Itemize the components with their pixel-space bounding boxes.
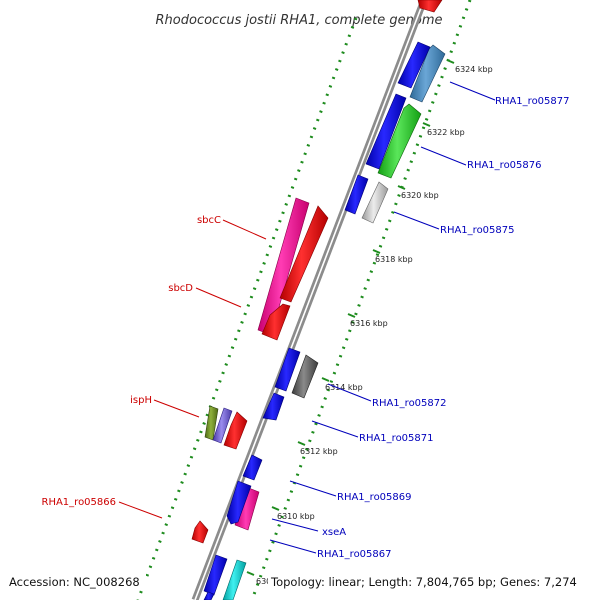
gene-RHA1_ro05872[interactable] xyxy=(291,354,319,399)
connector-RHA1_ro05869 xyxy=(289,480,337,497)
connector-RHA1_ro05877 xyxy=(449,81,496,101)
gene-RHA1_ro05871[interactable] xyxy=(262,392,285,421)
connector-RHA1_ro05867 xyxy=(269,539,317,554)
tick-labels: 6324 kbp 6322 kbp 6320 kbp 6318 kbp 6316… xyxy=(256,65,493,586)
connector-RHA1_ro05872 xyxy=(327,383,372,402)
tick-label: 6316 kbp xyxy=(350,319,388,328)
gene-blue-876[interactable] xyxy=(365,93,407,170)
tick-label: 630 xyxy=(256,577,271,586)
tick-mark xyxy=(372,249,381,254)
connector-RHA1_ro05871 xyxy=(311,420,359,438)
gene-red-ispH-adjacent[interactable] xyxy=(223,411,248,450)
tick-mark xyxy=(271,506,280,511)
label-RHA1_ro05871[interactable]: RHA1_ro05871 xyxy=(359,433,434,444)
tick-label: 6312 kbp xyxy=(300,447,338,456)
gene-RHA1_ro05875[interactable] xyxy=(361,181,389,224)
connector-sbcC xyxy=(222,219,267,240)
label-ispH[interactable]: ispH xyxy=(130,395,152,406)
connector-RHA1_ro05876 xyxy=(420,146,467,166)
label-xseA[interactable]: xseA xyxy=(322,527,346,538)
tick-mark xyxy=(397,185,406,190)
gene-blue-bottom[interactable] xyxy=(203,591,215,600)
connector-RHA1_ro05866 xyxy=(118,501,163,519)
label-sbcC[interactable]: sbcC xyxy=(197,215,221,226)
gene-RHA1_ro05869[interactable] xyxy=(242,454,263,481)
footer-left-backing xyxy=(6,574,146,590)
label-RHA1_ro05876[interactable]: RHA1_ro05876 xyxy=(467,160,542,171)
label-sbcD[interactable]: sbcD xyxy=(168,283,193,294)
right-connectors xyxy=(269,81,496,554)
gene-blue-875[interactable] xyxy=(344,174,369,215)
tick-mark xyxy=(347,313,356,318)
tick-mark xyxy=(422,122,431,127)
gene-RHA1_ro05866[interactable] xyxy=(191,520,209,544)
connector-sbcD xyxy=(195,287,242,308)
right-labels: RHA1_ro05877 RHA1_ro05876 RHA1_ro05875 R… xyxy=(317,96,570,560)
tick-mark xyxy=(321,377,330,382)
label-RHA1_ro05875[interactable]: RHA1_ro05875 xyxy=(440,225,515,236)
connector-ispH xyxy=(153,399,200,418)
gene-RHA1_ro05867[interactable] xyxy=(203,554,228,596)
tick-label: 6320 kbp xyxy=(401,191,439,200)
footer-right-backing xyxy=(268,574,594,590)
gene-purple[interactable] xyxy=(212,407,233,444)
footer-accession: Accession: NC_008268 xyxy=(9,575,140,589)
label-RHA1_ro05869[interactable]: RHA1_ro05869 xyxy=(337,492,412,503)
genes-left-strand xyxy=(191,197,329,600)
label-RHA1_ro05867[interactable]: RHA1_ro05867 xyxy=(317,549,392,560)
tick-mark xyxy=(297,441,306,446)
footer: Accession: NC_008268 Topology: linear; L… xyxy=(6,574,594,590)
gene-red-top-edge[interactable] xyxy=(417,0,443,13)
tick-label: 6322 kbp xyxy=(427,128,465,137)
tick-label: 6324 kbp xyxy=(455,65,493,74)
left-labels: sbcC sbcD ispH RHA1_ro05866 xyxy=(42,215,222,508)
gene-RHA1_ro05876[interactable] xyxy=(377,103,422,179)
tick-label: 6310 kbp xyxy=(277,512,315,521)
gene-red-small[interactable] xyxy=(261,303,291,341)
tick-mark xyxy=(246,571,255,576)
gene-sbcD[interactable] xyxy=(279,205,329,303)
tick-mark xyxy=(446,59,455,64)
gene-blue-xseA[interactable] xyxy=(226,480,252,525)
footer-topology: Topology: linear; Length: 7,804,765 bp; … xyxy=(270,575,577,589)
genes-right-strand xyxy=(203,0,446,600)
label-RHA1_ro05872[interactable]: RHA1_ro05872 xyxy=(372,398,447,409)
map-title: Rhodococcus jostii RHA1, complete genome xyxy=(156,13,443,28)
tick-label: 6314 kbp xyxy=(325,383,363,392)
connector-xseA xyxy=(271,518,319,532)
tick-marks xyxy=(246,59,455,576)
connector-RHA1_ro05875 xyxy=(393,211,440,230)
tick-label: 6318 kbp xyxy=(375,255,413,264)
label-RHA1_ro05866[interactable]: RHA1_ro05866 xyxy=(42,497,117,508)
label-RHA1_ro05877[interactable]: RHA1_ro05877 xyxy=(495,96,570,107)
gene-blue-top[interactable] xyxy=(397,41,431,89)
gene-cyan-bottom[interactable] xyxy=(222,559,247,600)
left-connectors xyxy=(118,219,267,519)
gene-blue-872[interactable] xyxy=(274,347,301,392)
outer-dotted-track xyxy=(250,0,472,600)
